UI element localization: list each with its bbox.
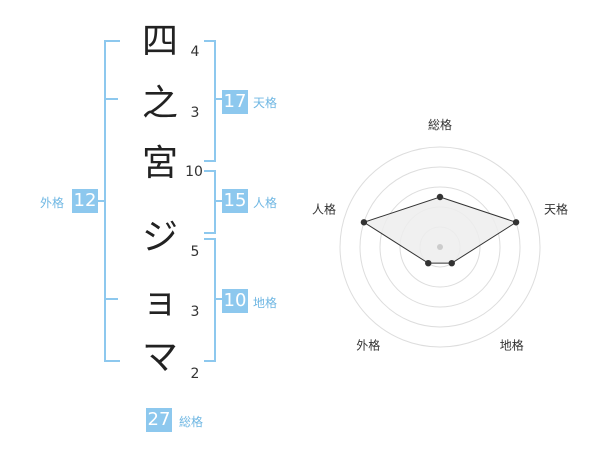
radar-axis-label-1: 天格 (544, 201, 568, 216)
stroke-count-5: 3 (190, 304, 200, 320)
stroke-count-4: 5 (190, 244, 200, 260)
stroke-count-2: 3 (190, 105, 200, 121)
stroke-count-6: 2 (190, 366, 200, 382)
jinkaku-bracket (204, 170, 216, 234)
chikaku-bracket (204, 238, 216, 362)
gaikaku-bracket-tick-1 (104, 98, 118, 100)
tenkaku-value-badge: 17 (222, 90, 248, 114)
radar-point-1 (512, 219, 520, 226)
radar-ring-3 (379, 186, 501, 308)
chikaku-bracket-tick (214, 298, 222, 300)
radar-point-2 (448, 259, 455, 267)
stroke-count-1: 4 (190, 44, 200, 60)
radar-point-4 (360, 219, 368, 226)
radar-axis-label-0: 総格 (428, 117, 452, 132)
gaikaku-value-badge: 12 (72, 189, 98, 213)
radar-axis-label-3: 外格 (356, 338, 380, 353)
radar-point-3 (425, 259, 432, 267)
radar-ring-4 (359, 166, 521, 328)
chikaku-label: 地格 (253, 296, 278, 310)
tenkaku-bracket (204, 40, 216, 162)
jinkaku-bracket-tick (214, 200, 222, 202)
name-char-4: ジ (141, 217, 178, 258)
name-char-3: 宮 (141, 143, 178, 184)
radar-axis-label-4: 人格 (312, 201, 336, 216)
radar-axis-label-2: 地格 (500, 338, 524, 353)
soukaku-value-badge: 27 (146, 408, 172, 432)
gaikaku-bracket (104, 40, 120, 362)
stroke-count-3: 10 (185, 164, 203, 180)
tenkaku-label: 天格 (253, 96, 278, 110)
gaikaku-label: 外格 (40, 196, 65, 210)
jinkaku-value-badge: 15 (222, 189, 248, 213)
chikaku-value-badge: 10 (222, 289, 248, 313)
name-char-1: 四 (141, 21, 178, 62)
tenkaku-bracket-tick (214, 98, 222, 100)
gaikaku-bracket-tick-2 (104, 298, 118, 300)
radar-data-polygon (362, 196, 518, 264)
jinkaku-label: 人格 (253, 196, 278, 210)
name-char-2: 之 (141, 83, 178, 124)
radar-point-0 (436, 193, 444, 201)
soukaku-label: 総格 (179, 415, 204, 429)
name-char-6: マ (141, 337, 178, 378)
radar-ring-5 (339, 146, 541, 348)
name-char-5: ョ (141, 281, 178, 322)
gaikaku-bracket-tick-3 (98, 200, 106, 202)
radar-center-dot (437, 244, 443, 250)
